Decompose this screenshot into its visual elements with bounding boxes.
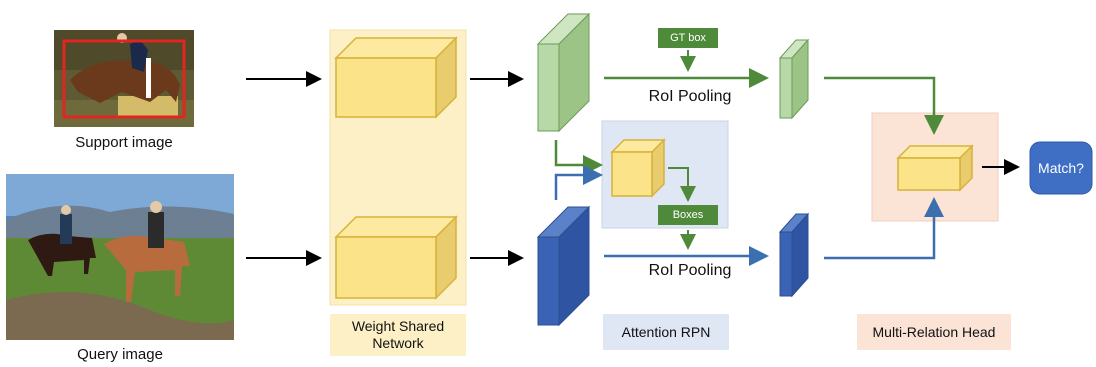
backbone-cube-query (334, 215, 458, 300)
weight-shared-label: Weight Shared Network (351, 318, 445, 351)
attention-rpn-label-box (603, 314, 729, 350)
multi-relation-label-box (857, 314, 1011, 350)
pooled-query-feature (778, 212, 810, 298)
support-image (54, 30, 194, 127)
multi-relation-head-label: Multi-Relation Head (872, 323, 996, 340)
support-to-head-arrow (824, 76, 944, 135)
query-image-caption: Query image (77, 346, 163, 363)
pooled-support-feature (778, 38, 810, 120)
roi-pooling-bottom-label: RoI Pooling (648, 262, 732, 279)
support-to-rpn-arrow (554, 140, 603, 175)
gt-box-tag: GT box (658, 28, 718, 48)
match-label: Match? (1038, 160, 1084, 176)
query-to-head-arrow (824, 197, 944, 260)
weight-shared-label-box (330, 314, 466, 356)
attention-rpn-cube (610, 138, 666, 198)
attention-rpn-label: Attention RPN (621, 323, 711, 340)
gt-box-outline (62, 39, 186, 119)
boxes-tag: Boxes (658, 205, 718, 225)
query-feature-map (536, 205, 591, 327)
query-image (6, 174, 234, 340)
roi-pooling-top-label: RoI Pooling (648, 88, 732, 105)
backbone-cube-support (334, 36, 458, 119)
support-feature-map (536, 12, 591, 133)
match-box (1029, 141, 1093, 195)
support-image-caption: Support image (75, 134, 173, 151)
query-to-rpn-arrow (554, 165, 603, 200)
rpn-to-boxes-arrow (668, 167, 696, 202)
multi-relation-cube (896, 144, 974, 192)
